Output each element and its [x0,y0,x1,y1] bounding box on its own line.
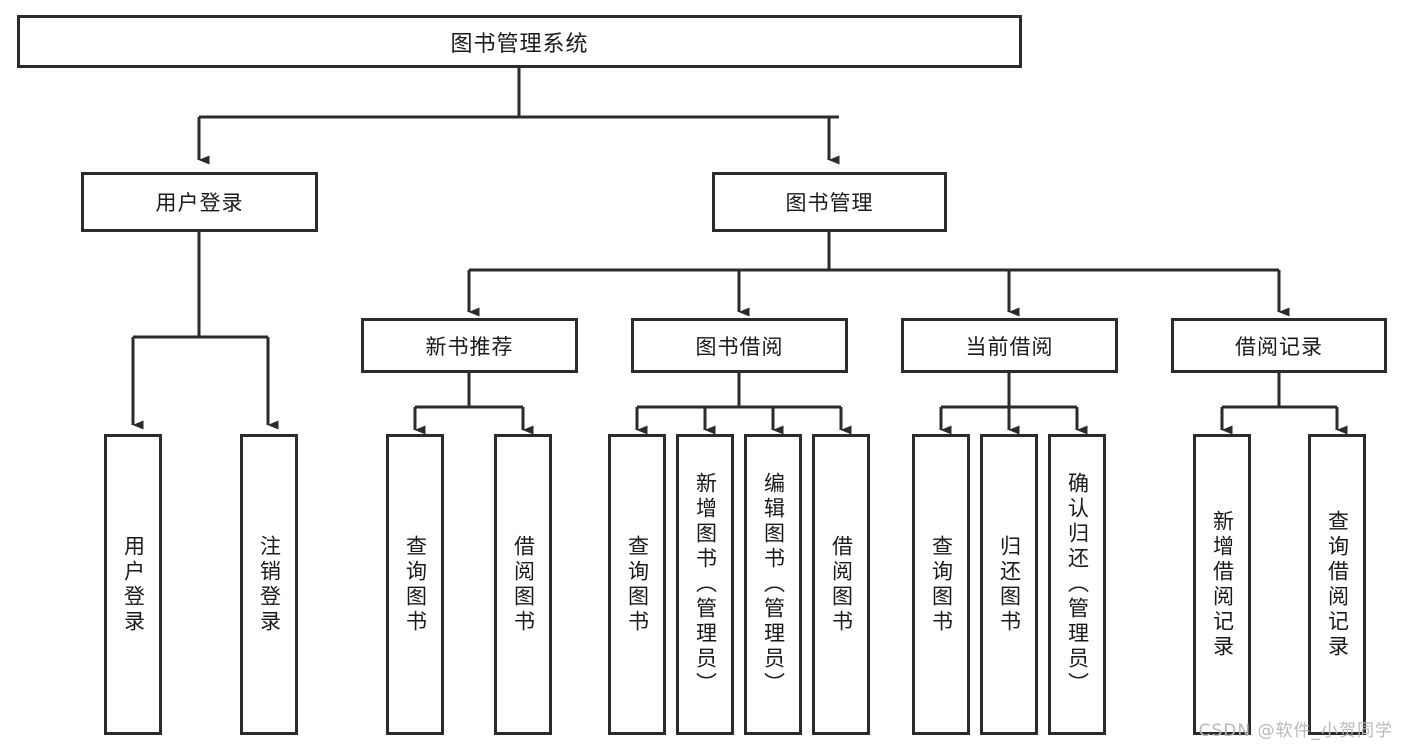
leaf-query-book-2-label: 查询图书 [625,534,650,635]
leaf-query-book-1[interactable]: 查询图书 [386,434,444,735]
leaf-query-record[interactable]: 查询借阅记录 [1308,434,1366,735]
leaf-confirm-return-label: 确认归还（管理员） [1065,472,1090,697]
node-current-borrow-label: 当前借阅 [965,334,1054,359]
node-user-login[interactable]: 用户登录 [81,172,318,232]
leaf-query-record-label: 查询借阅记录 [1325,509,1350,660]
watermark: CSDN @软件_小贺同学 [1198,721,1393,741]
leaf-return-book-label: 归还图书 [997,534,1022,635]
node-new-book-recommend-label: 新书推荐 [425,334,514,359]
node-borrow-record[interactable]: 借阅记录 [1171,318,1387,373]
leaf-query-book-1-label: 查询图书 [403,534,428,635]
node-current-borrow[interactable]: 当前借阅 [901,318,1118,373]
leaf-return-book[interactable]: 归还图书 [980,434,1038,735]
leaf-edit-book-label: 编辑图书（管理员） [761,472,786,697]
leaf-add-book[interactable]: 新增图书（管理员） [676,434,734,735]
node-book-management-label: 图书管理 [785,191,874,215]
leaf-user-logout[interactable]: 注销登录 [240,434,298,735]
leaf-query-book-3-label: 查询图书 [929,534,954,635]
node-root-system-label: 图书管理系统 [450,31,589,57]
node-new-book-recommend[interactable]: 新书推荐 [361,318,578,373]
node-root-system[interactable]: 图书管理系统 [17,15,1022,68]
leaf-borrow-book-1-label: 借阅图书 [511,534,536,635]
leaf-add-record-label: 新增借阅记录 [1210,509,1235,660]
leaf-add-book-label: 新增图书（管理员） [693,472,718,697]
leaf-borrow-book-2[interactable]: 借阅图书 [812,434,870,735]
node-book-borrow[interactable]: 图书借阅 [631,318,848,373]
leaf-user-login[interactable]: 用户登录 [104,434,162,735]
node-book-management[interactable]: 图书管理 [712,172,947,232]
node-book-borrow-label: 图书借阅 [695,334,784,359]
leaf-borrow-book-1[interactable]: 借阅图书 [494,434,552,735]
node-borrow-record-label: 借阅记录 [1235,334,1323,359]
leaf-borrow-book-2-label: 借阅图书 [829,534,854,635]
leaf-edit-book[interactable]: 编辑图书（管理员） [744,434,802,735]
leaf-add-record[interactable]: 新增借阅记录 [1193,434,1251,735]
node-user-login-label: 用户登录 [155,191,244,215]
leaf-user-login-label: 用户登录 [121,534,146,635]
leaf-user-logout-label: 注销登录 [257,534,282,635]
leaf-query-book-3[interactable]: 查询图书 [912,434,970,735]
leaf-query-book-2[interactable]: 查询图书 [608,434,666,735]
leaf-confirm-return[interactable]: 确认归还（管理员） [1048,434,1106,735]
